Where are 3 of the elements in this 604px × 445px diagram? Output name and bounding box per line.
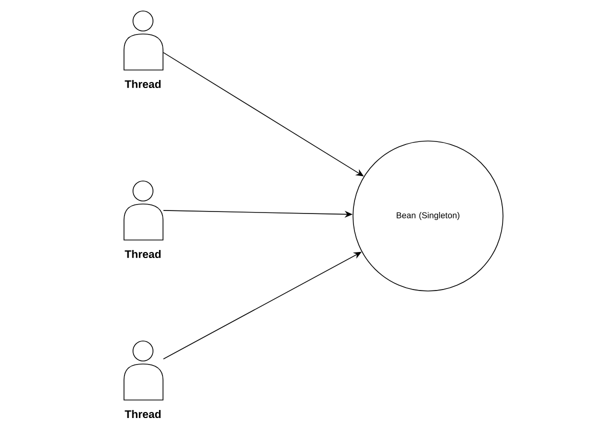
person-label: Thread	[124, 410, 161, 418]
person-label: Thread	[124, 250, 161, 258]
person-label: Thread	[124, 80, 161, 88]
